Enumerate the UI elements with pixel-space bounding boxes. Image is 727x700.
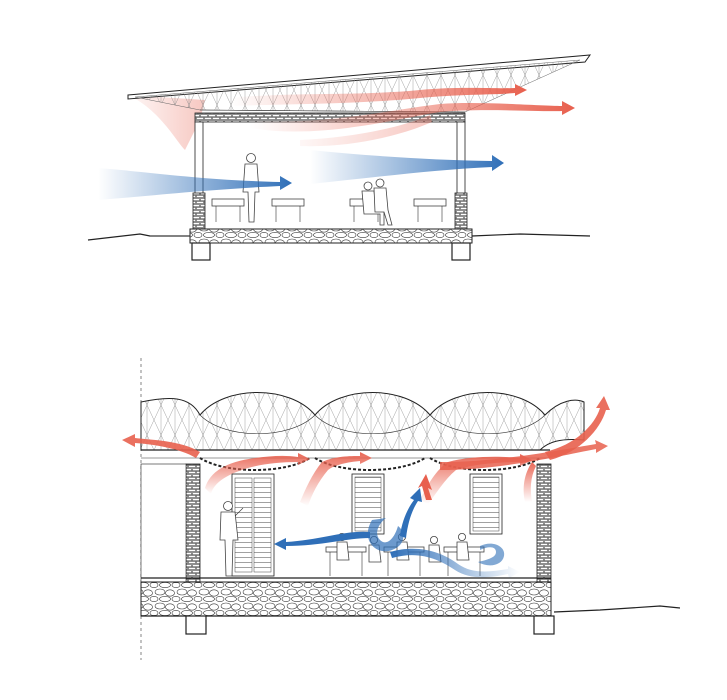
cool-air-eddy — [478, 543, 505, 566]
warm-air-rise-center — [418, 474, 432, 500]
warm-air-swirl-4 — [523, 462, 536, 502]
cool-air-swirl-left — [274, 531, 370, 550]
warm-air-haze — [128, 95, 205, 150]
louvered-door-1 — [231, 473, 275, 577]
lower-brick-pier-right — [536, 463, 552, 583]
lower-ground-line — [141, 605, 681, 617]
upper-footing-left — [191, 242, 211, 261]
louvered-door-3 — [469, 473, 503, 535]
cool-air-inflow-right — [390, 548, 520, 578]
benches — [211, 198, 447, 222]
cool-air-arrow-left — [98, 168, 292, 200]
cool-air-arrow-right — [310, 150, 504, 184]
warm-air-swirl-3 — [420, 454, 532, 504]
cool-air-rise — [400, 488, 422, 538]
upper-section — [87, 54, 592, 261]
warm-air-exhaust-left — [122, 434, 200, 458]
warm-air-swirl-2 — [300, 452, 372, 506]
person-standing — [242, 153, 260, 223]
people-seated — [361, 178, 393, 226]
lower-footing-right — [533, 615, 555, 635]
louvered-door-2 — [351, 473, 385, 535]
warm-air-arrow-upper — [230, 84, 527, 106]
vaulted-roof — [140, 392, 585, 471]
warm-air-swirl-1 — [205, 453, 310, 494]
upper-brick-wall-left — [192, 192, 206, 230]
upper-plinth — [189, 228, 473, 244]
upper-footing-right — [451, 242, 471, 261]
lower-section — [122, 358, 681, 660]
lower-footing-left — [185, 615, 207, 635]
upper-brick-wall-right — [454, 192, 468, 230]
person-standing-lower — [219, 501, 244, 577]
lower-wall-left — [140, 463, 187, 583]
lower-stone-plinth — [140, 581, 552, 617]
warm-air-arrow-lower — [250, 101, 575, 132]
lower-brick-pier-left — [185, 463, 201, 583]
warm-air-rising-swirl — [300, 115, 432, 147]
cool-air-swirl-loop — [367, 518, 404, 552]
pitched-roof — [127, 54, 592, 113]
